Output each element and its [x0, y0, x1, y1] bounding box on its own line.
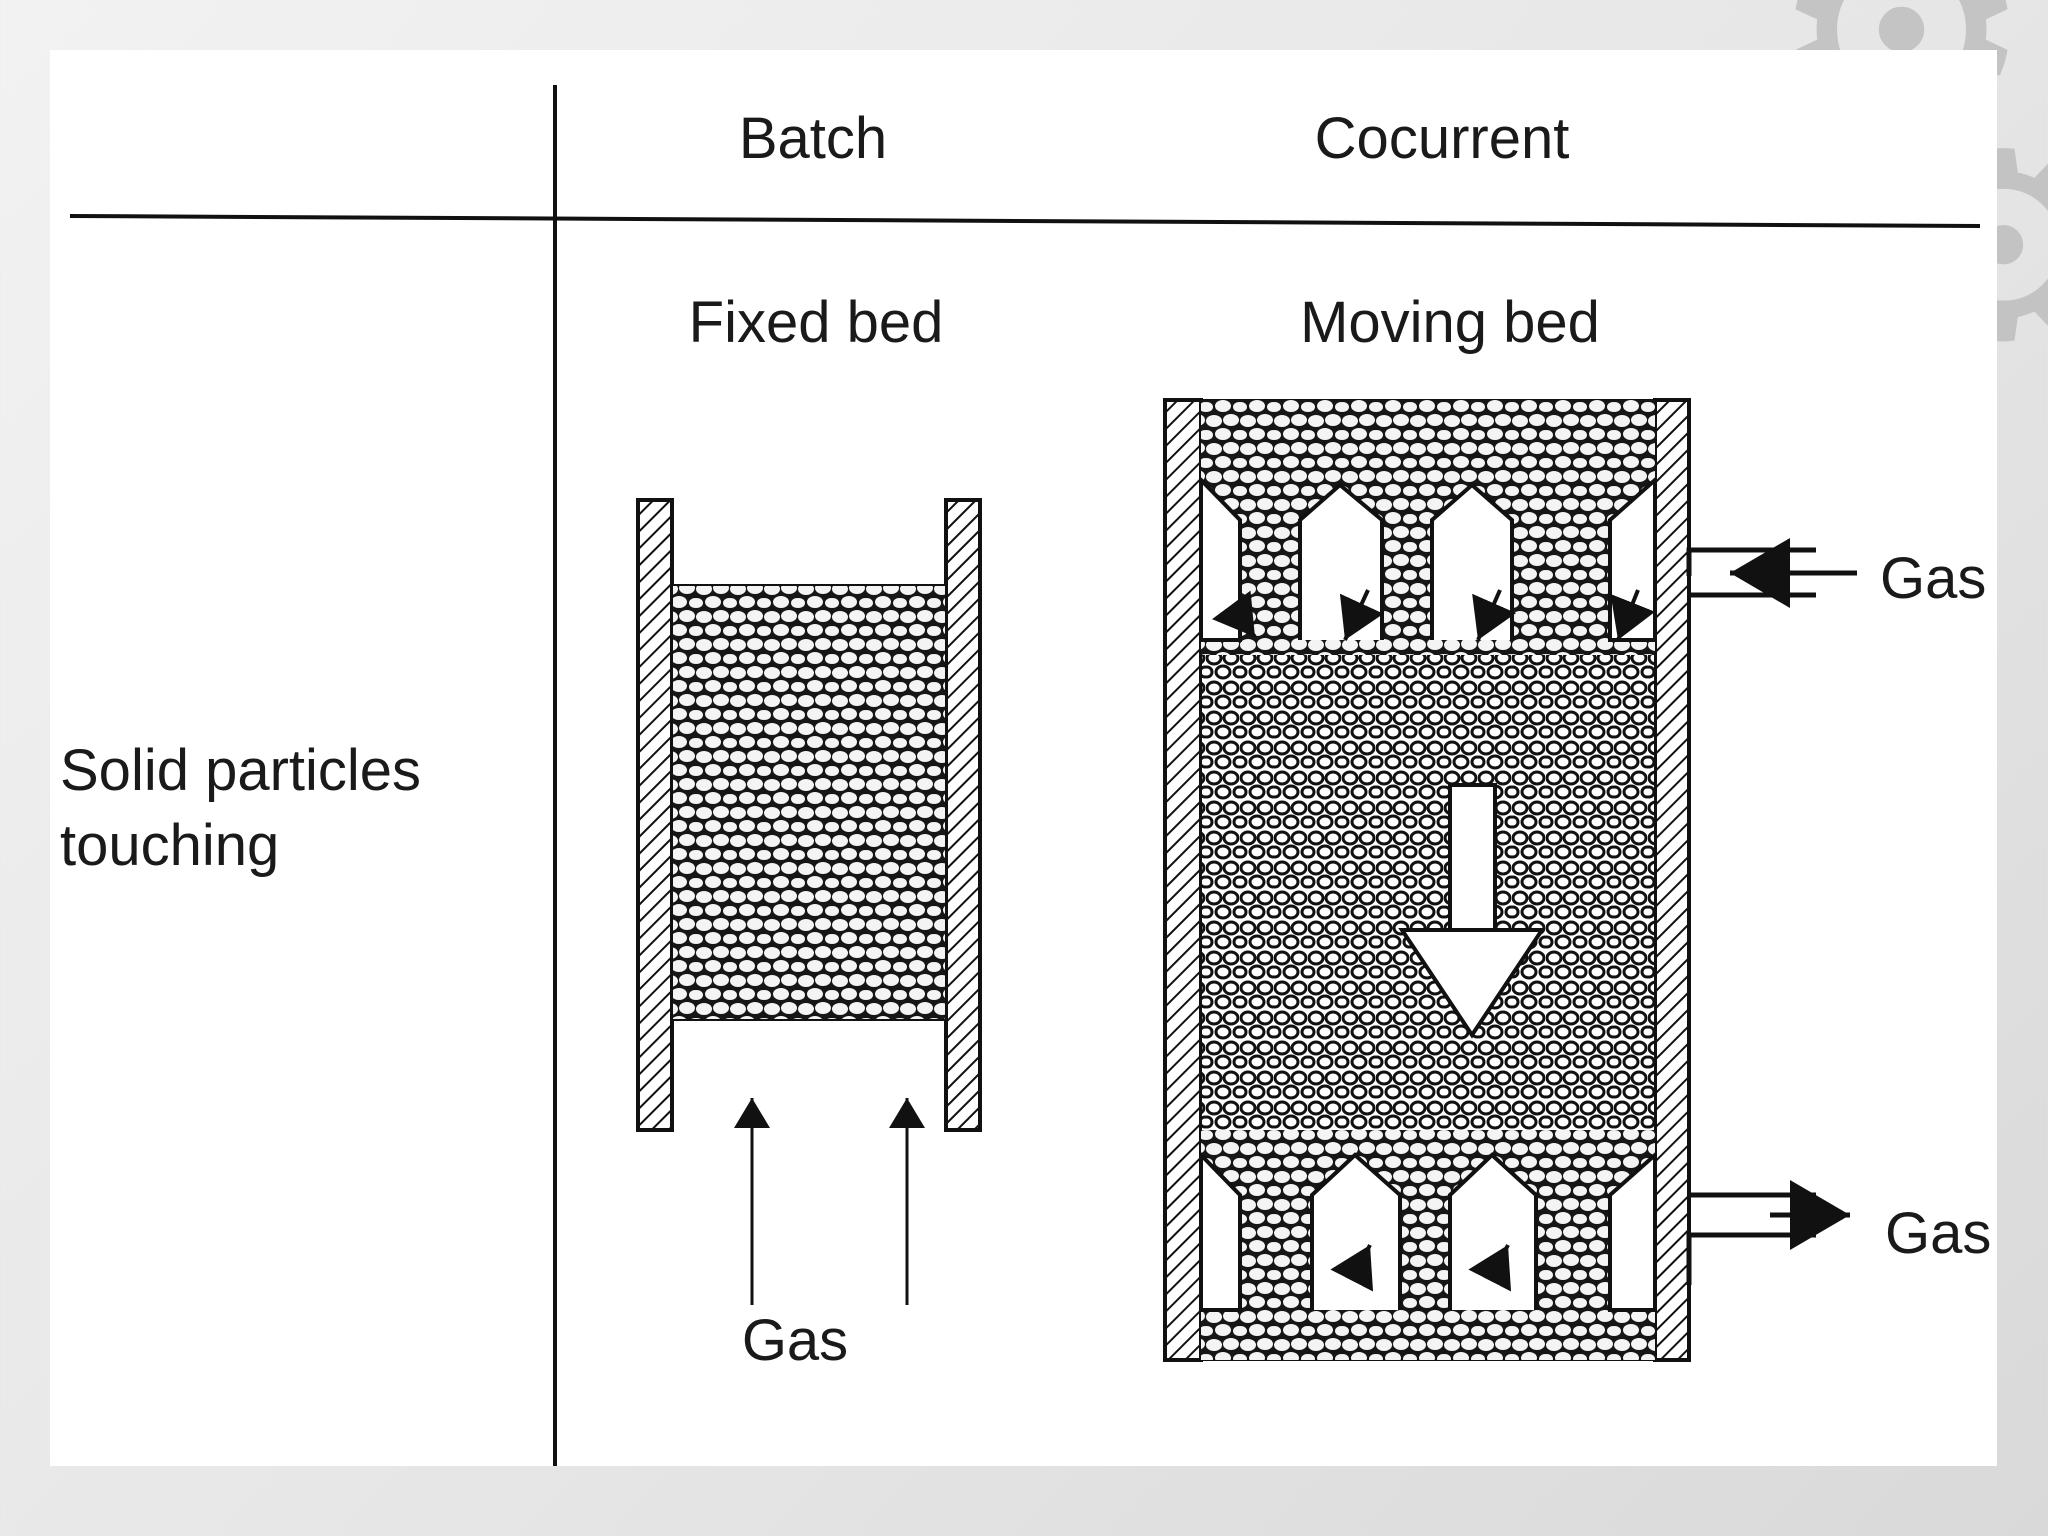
gas-inlet-pipe: Gas [1686, 538, 1986, 611]
moving-bed-gas-out-label: Gas [1885, 1201, 1991, 1266]
fixed-bed-title: Fixed bed [689, 290, 944, 355]
row-label-line1: Solid particles [60, 738, 421, 803]
fixed-bed-right-wall [944, 498, 982, 1132]
upper-gas-inlet-cones [1199, 475, 1657, 642]
gas-outlet-pipe: Gas [1686, 1180, 1991, 1285]
slide-frame: Batch Cocurrent Solid particles touching… [50, 50, 1997, 1466]
fixed-bed-vessel: Gas [636, 498, 982, 1373]
solid-flow-arrow [1398, 783, 1546, 1039]
fixed-bed-gas-label: Gas [742, 1308, 848, 1373]
fixed-bed-left-wall [636, 498, 674, 1132]
table-grid [69, 85, 1981, 1466]
row-label-line2: touching [60, 813, 279, 878]
moving-bed-vessel: Gas Gas [1163, 398, 1991, 1362]
moving-bed-upper-dense-zone [1201, 400, 1655, 655]
moving-bed-right-wall [1653, 398, 1691, 1362]
moving-bed-title: Moving bed [1300, 290, 1600, 355]
fixed-bed-packing [671, 584, 947, 1021]
header-cocurrent: Cocurrent [1315, 106, 1570, 171]
moving-bed-left-wall [1163, 398, 1203, 1362]
reactor-diagram: Batch Cocurrent Solid particles touching… [60, 85, 1991, 1466]
lower-gas-outlet-cones [1199, 1150, 1657, 1312]
header-batch: Batch [739, 106, 887, 171]
moving-bed-gas-in-label: Gas [1880, 546, 1986, 611]
moving-bed-lower-dense-zone [1201, 1130, 1655, 1360]
